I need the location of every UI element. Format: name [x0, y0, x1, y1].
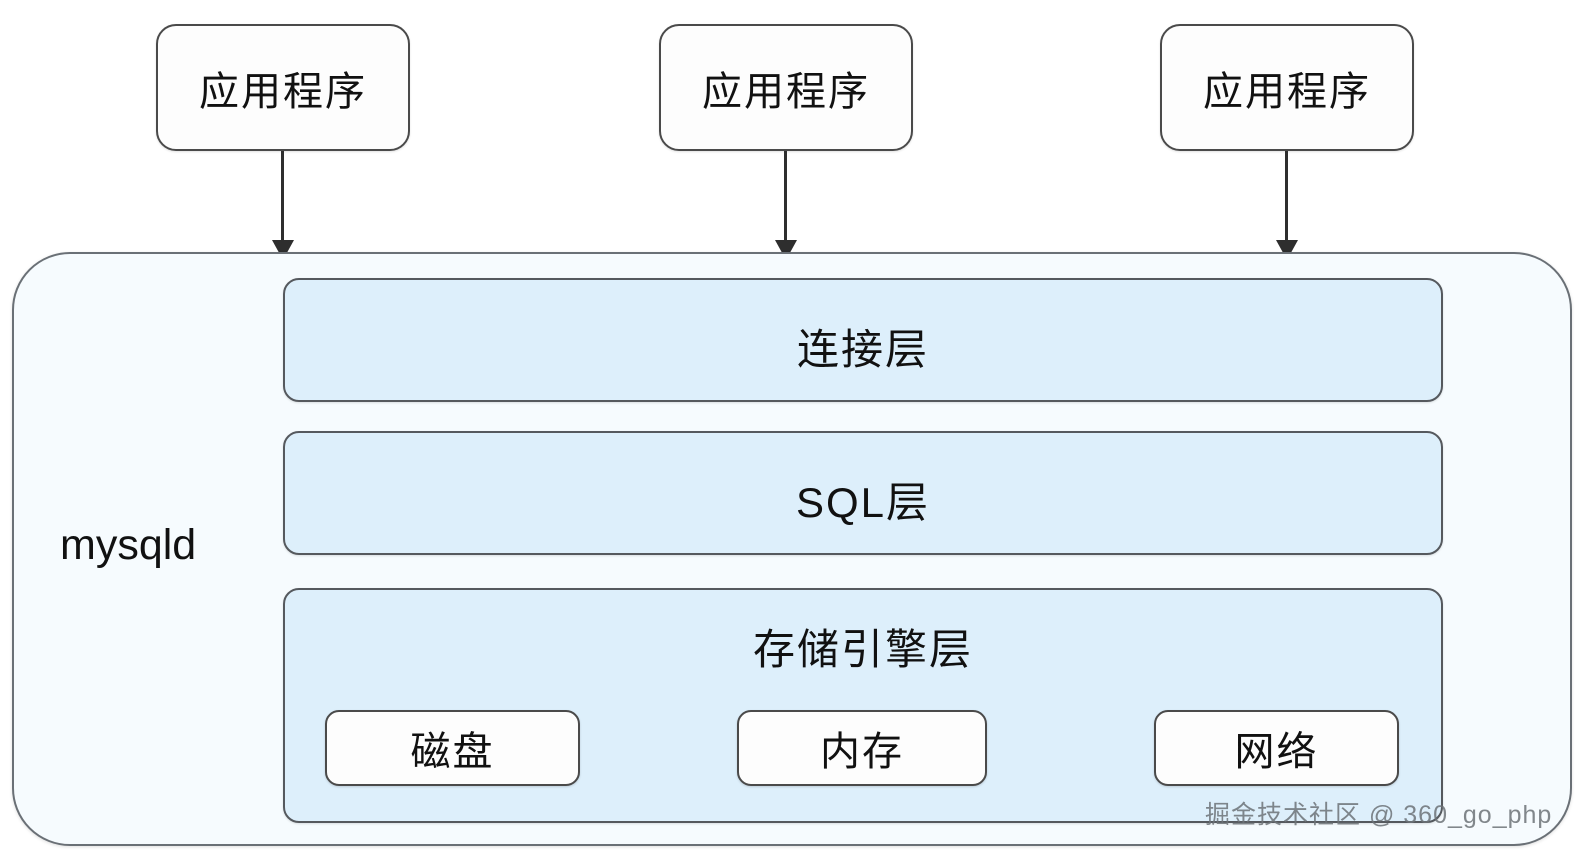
layer-connection-label: 连接层	[796, 326, 929, 373]
application-box-1-label: 应用程序	[199, 69, 367, 114]
layer-storage-engine: 存储引擎层 磁盘 内存 网络	[283, 588, 1443, 823]
mysqld-label: mysqld	[60, 521, 197, 569]
arrow-app3-to-mysqld-line	[1285, 151, 1288, 251]
storage-component-memory: 内存	[737, 710, 987, 786]
application-box-3-label: 应用程序	[1203, 69, 1371, 114]
storage-component-disk-label: 磁盘	[410, 730, 495, 774]
storage-component-disk: 磁盘	[325, 710, 580, 786]
application-box-3: 应用程序	[1160, 24, 1414, 151]
application-box-2: 应用程序	[659, 24, 913, 151]
storage-component-memory-label: 内存	[820, 730, 904, 774]
application-box-1: 应用程序	[156, 24, 410, 151]
layer-sql: SQL层	[283, 431, 1443, 555]
arrow-app2-to-mysqld-line	[784, 151, 787, 251]
layer-connection: 连接层	[283, 278, 1443, 402]
arrow-app1-to-mysqld-line	[281, 151, 284, 251]
layer-sql-label: SQL层	[795, 479, 931, 526]
application-box-2-label: 应用程序	[702, 69, 870, 114]
watermark: 掘金技术社区 @ 360_go_php	[1205, 801, 1553, 829]
storage-component-network: 网络	[1154, 710, 1399, 786]
layer-storage-engine-label: 存储引擎层	[752, 626, 973, 673]
storage-component-network-label: 网络	[1234, 730, 1319, 774]
